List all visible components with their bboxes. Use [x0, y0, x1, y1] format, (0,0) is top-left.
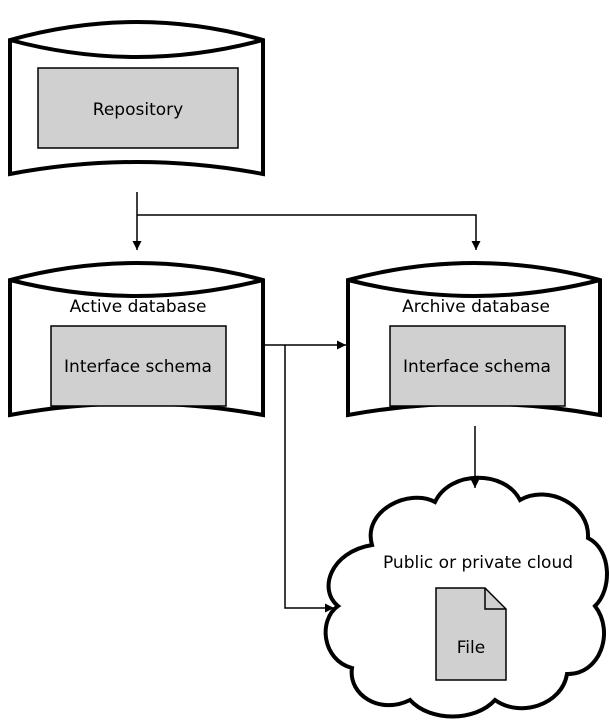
- file-icon: [435, 587, 507, 681]
- active-database: Active database Interface schema: [8, 261, 265, 418]
- repository-database: Repository: [8, 20, 265, 177]
- repository-label: Repository: [93, 100, 183, 120]
- archive-database: Archive database Interface schema: [346, 261, 602, 418]
- repository-box: [37, 67, 239, 149]
- arrow-repository-to-archive: [137, 214, 481, 250]
- connectors: [132, 192, 481, 613]
- archive-database-title: Archive database: [402, 297, 550, 317]
- archive-interface-schema-label: Interface schema: [403, 357, 551, 377]
- arrow-active-to-cloud: [284, 345, 334, 613]
- cloud-title: Public or private cloud: [383, 553, 573, 573]
- active-interface-schema-box: [50, 325, 227, 407]
- file-label: File: [457, 638, 485, 658]
- active-database-title: Active database: [70, 297, 207, 317]
- cloud: Public or private cloud File: [323, 475, 609, 719]
- active-interface-schema-label: Interface schema: [64, 357, 212, 377]
- archive-interface-schema-box: [389, 325, 566, 407]
